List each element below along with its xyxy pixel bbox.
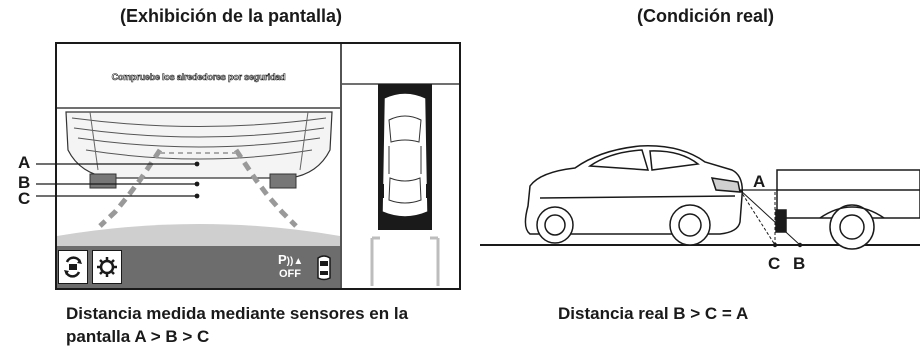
camera-switch-button[interactable] xyxy=(58,250,88,284)
guide-label-a: A xyxy=(18,153,31,172)
parking-sensor-icon: P))▲ xyxy=(278,252,304,267)
safety-banner: Compruebe los alrededores por seguridad xyxy=(111,72,286,83)
settings-button[interactable] xyxy=(92,250,122,284)
car-view-button[interactable] xyxy=(310,250,338,284)
camera-switch-icon xyxy=(64,256,82,278)
parking-sensor-button[interactable]: P))▲ OFF xyxy=(270,250,308,284)
guide-label-b: B xyxy=(18,173,31,192)
real-label-a: A xyxy=(753,172,766,191)
car-top-view-icon xyxy=(317,255,331,281)
real-label-c: C xyxy=(768,254,781,273)
screen-caption: Distancia medida mediante sensores en la… xyxy=(66,304,409,346)
top-view xyxy=(342,44,459,288)
real-condition-heading: (Condición real) xyxy=(637,6,775,26)
real-label-b: B xyxy=(793,254,806,273)
settings-gear-icon xyxy=(97,257,117,277)
screen-display-heading: (Exhibición de la pantalla) xyxy=(120,6,343,26)
parking-sensor-off-label: OFF xyxy=(279,268,301,280)
real-caption: Distancia real B > C = A xyxy=(558,304,749,323)
guide-label-c: C xyxy=(18,189,31,208)
rear-camera-view xyxy=(36,107,340,246)
sedan-side-view xyxy=(524,145,744,246)
